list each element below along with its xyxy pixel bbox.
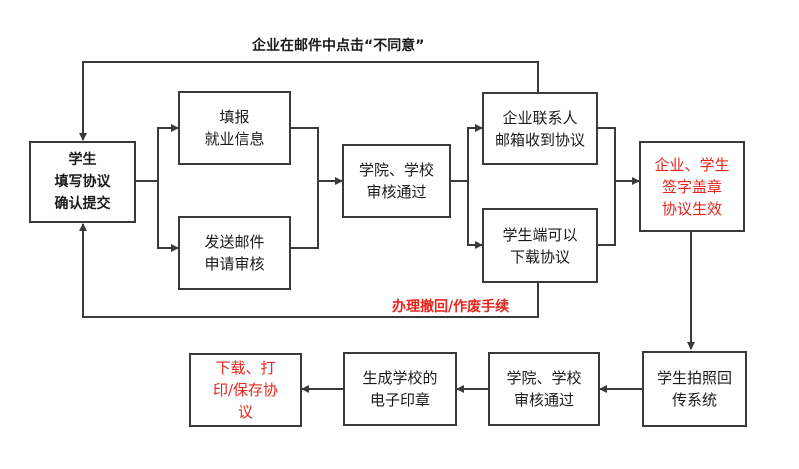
node-sign-seal: 企业、学生签字盖章协议生效	[639, 141, 745, 232]
node-text-line: 就业信息	[204, 130, 265, 148]
node-text-line: 议	[237, 403, 253, 421]
node-text-line: 企业联系人	[502, 108, 578, 127]
node-text-line: 学生拍照回	[656, 369, 732, 387]
node-student-photo: 学生拍照回传系统	[642, 351, 747, 427]
node-text-line: 邮箱收到协议	[494, 130, 585, 149]
node-text-line: 学生端可以	[502, 225, 578, 244]
node-download-print: 下载、打印/保存协议	[189, 353, 302, 427]
node-text-line: 企业、学生	[654, 155, 730, 174]
node-text-line: 协议生效	[661, 199, 722, 218]
node-send-email: 发送邮件申请审核	[178, 216, 291, 290]
edge-disagree-loop	[79, 61, 539, 141]
node-text-line: 审核通过	[366, 183, 427, 201]
node-text-line: 填写协议	[54, 174, 111, 190]
node-college-review-1: 学院、学校审核通过	[342, 144, 451, 218]
node-text-line: 填报	[219, 108, 250, 126]
node-text-line: 申请审核	[204, 255, 265, 273]
node-student-download: 学生端可以下载协议	[482, 208, 598, 283]
node-text-line: 印/保存协	[212, 381, 279, 399]
node-text-line: 确认提交	[54, 196, 111, 212]
node-text-line: 学生	[68, 152, 97, 168]
node-college-review-2: 学院、学校审核通过	[488, 352, 600, 426]
node-text-line: 审核通过	[513, 391, 574, 409]
node-text-line: 学院、学校	[358, 161, 434, 179]
edge-withdraw-loop	[79, 223, 539, 318]
node-text-line: 电子印章	[369, 391, 430, 409]
node-text-line: 下载协议	[509, 247, 570, 266]
edge-merge-sign	[598, 127, 639, 246]
edge-to-send-email	[157, 181, 179, 252]
node-text-line: 签字盖章	[661, 177, 722, 196]
node-company-email: 企业联系人邮箱收到协议	[482, 92, 598, 165]
node-fill-employment: 填报就业信息	[178, 91, 291, 165]
node-text-line: 生成学校的	[362, 369, 438, 387]
node-student-fill: 学生填写协议确认提交	[29, 141, 136, 223]
node-text-line: 学院、学校	[506, 369, 582, 387]
edge-to-student-download	[467, 181, 483, 249]
node-text-line: 发送邮件	[204, 233, 265, 251]
edge-to-fill-info	[157, 124, 179, 181]
node-gen-seal: 生成学校的电子印章	[343, 352, 457, 426]
node-text-line: 下载、打	[215, 359, 276, 377]
label-disagree: 企业在邮件中点击“不同意”	[252, 38, 425, 54]
edge-to-company-email	[467, 124, 483, 181]
node-text-line: 传系统	[671, 391, 717, 409]
edge-merge-review1	[291, 127, 342, 249]
label-withdraw: 办理撤回/作废手续	[392, 299, 510, 315]
